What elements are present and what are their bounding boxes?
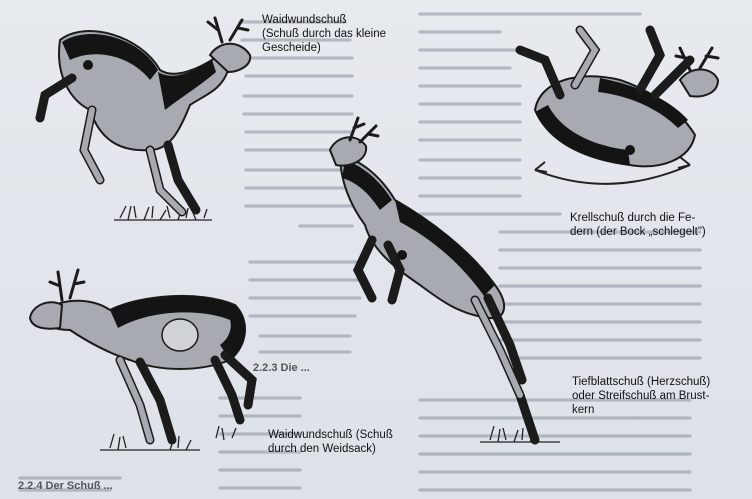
caption-waidwund-small-intestine: Waidwundschuß (Schuß durch das kleine Ge… [262, 13, 432, 55]
background-section-fragment: 2.2.4 Der Schuß ... [18, 480, 113, 492]
background-heading-fragment: 2.2.3 Die ... [253, 362, 310, 374]
deer-krellschuss [520, 30, 718, 184]
deer-tiefblatt-heart [330, 118, 560, 442]
caption-tiefblatt: Tiefblattschuß (Herzschuß) oder Streifsc… [572, 375, 742, 417]
deer-waidwund-paunch [30, 270, 252, 450]
caption-waidwund-paunch: Waidwundschuß (Schuß durch den Weidsack) [268, 428, 428, 456]
deer-waidwund-small-intestine [40, 18, 250, 220]
caption-krellschuss: Krellschuß durch die Fe- dern (der Bock … [570, 211, 740, 239]
